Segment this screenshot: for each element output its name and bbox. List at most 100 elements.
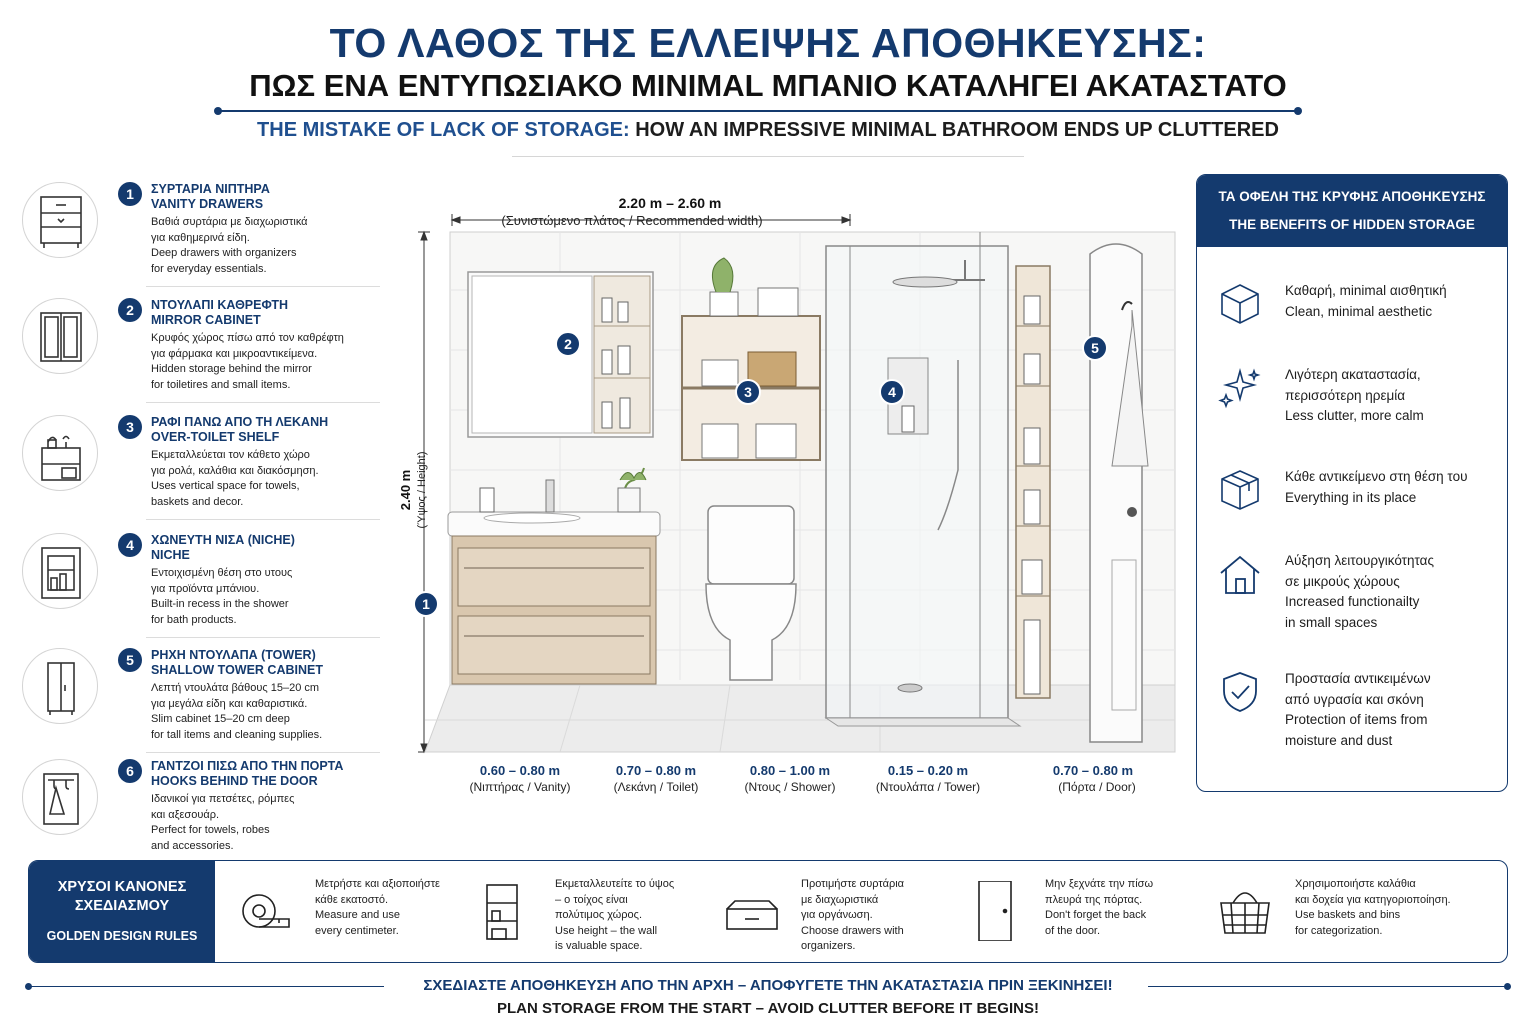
door-width-value: 0.70 – 0.80 m bbox=[1053, 763, 1133, 778]
diagram-marker-2: 2 bbox=[555, 331, 581, 357]
feature-number: 2 bbox=[118, 298, 142, 322]
niche-icon bbox=[22, 533, 98, 609]
feature-title-el: ΡΑΦΙ ΠΑΝΩ ΑΠΟ ΤΗ ΛΕΚΑΝΗ bbox=[151, 415, 329, 429]
diagram-marker-4: 4 bbox=[879, 379, 905, 405]
tower-cabinet bbox=[1015, 265, 1051, 699]
rule-text: Μετρήστε και αξιοποιήστε κάθε εκατοστό. … bbox=[315, 878, 440, 937]
feature-description: Κρυφός χώρος πίσω από τον καθρέφτη για φ… bbox=[151, 332, 344, 391]
toilet bbox=[705, 505, 797, 681]
door-icon bbox=[978, 881, 1012, 941]
feature-description: Εντοιχισμένη θέση στο υτους για προϊόντα… bbox=[151, 567, 293, 626]
rule-text: Μην ξεχνάτε την πίσω πλευρά της πόρτας. … bbox=[1045, 878, 1154, 937]
feature-title: ΧΩΝΕΥΤΗ ΝΙΣΑ (NICHE)NICHE bbox=[151, 533, 371, 563]
door-width-label: (Πόρτα / Door) bbox=[1058, 780, 1136, 794]
diagram-marker-5: 5 bbox=[1082, 335, 1108, 361]
rule-item: Μετρήστε και αξιοποιήστε κάθε εκατοστό. … bbox=[235, 861, 475, 962]
feature-title-el: ΝΤΟΥΛΑΠΙ ΚΑΘΡΕΦΤΗ bbox=[151, 298, 289, 312]
feature-title-en: VANITY DRAWERS bbox=[151, 197, 264, 211]
feature-number: 1 bbox=[118, 182, 142, 206]
feature-number: 6 bbox=[118, 759, 142, 783]
feature-title-en: SHALLOW TOWER CABINET bbox=[151, 663, 323, 677]
feature-number: 5 bbox=[118, 648, 142, 672]
feature-divider bbox=[146, 752, 380, 753]
feature-description: Λεπτή ντουλάτα βάθους 15–20 cm για μεγάλ… bbox=[151, 682, 323, 741]
benefit-text: Αύξηση λειτουργικότητας σε μικρούς χώρου… bbox=[1285, 553, 1434, 630]
basket-icon bbox=[1220, 892, 1270, 934]
feature-title-en: HOOKS BEHIND THE DOOR bbox=[151, 774, 318, 788]
sparkle-icon bbox=[1218, 367, 1261, 409]
footer-slogan-en: PLAN STORAGE FROM THE START – AVOID CLUT… bbox=[497, 1000, 1039, 1017]
title-divider bbox=[214, 107, 1302, 115]
rule-item: Μην ξεχνάτε την πίσω πλευρά της πόρτας. … bbox=[965, 861, 1205, 962]
door-hooks-icon bbox=[22, 759, 98, 835]
width-value: 2.20 m – 2.60 m bbox=[619, 195, 722, 211]
marker-number: 5 bbox=[1091, 340, 1099, 356]
feature-number: 4 bbox=[118, 533, 142, 557]
feature-title-en: MIRROR CABINET bbox=[151, 313, 261, 327]
rule-item: Χρησιμοποιήστε καλάθια και δοχεία για κα… bbox=[1215, 861, 1495, 962]
feature-title-el: ΣΥΡΤΑΡΙΑ ΝΙΠΤΗΡΑ bbox=[151, 182, 270, 196]
feature-description: Εκμεταλλεύεται τον κάθετο χώρο για ρολά,… bbox=[151, 449, 319, 508]
tower-width-value: 0.15 – 0.20 m bbox=[888, 763, 968, 778]
marker-number: 3 bbox=[744, 384, 752, 400]
feature-divider bbox=[146, 637, 380, 638]
rule-text: Προτιμήστε συρτάρια με διαχωριστικά για … bbox=[801, 878, 905, 952]
feature-divider bbox=[146, 286, 380, 287]
english-title-highlight: THE MISTAKE OF LACK OF STORAGE: bbox=[257, 119, 630, 141]
golden-rules-title-en: GOLDEN DESIGN RULES bbox=[46, 929, 198, 943]
marker-number: 2 bbox=[564, 336, 572, 352]
golden-rules-label: ΧΡΥΣΟΙ ΚΑΝΟΝΕΣ ΣΧΕΔΙΑΣΜΟΥ GOLDEN DESIGN … bbox=[29, 861, 215, 962]
tower-cabinet-icon bbox=[22, 648, 98, 724]
golden-rules-band: ΧΡΥΣΟΙ ΚΑΝΟΝΕΣ ΣΧΕΔΙΑΣΜΟΥ GOLDEN DESIGN … bbox=[28, 860, 1508, 963]
feature-item-niche: 4 ΧΩΝΕΥΤΗ ΝΙΣΑ (NICHE)NICHE Εντοιχισμένη… bbox=[22, 533, 380, 645]
page-title: ΤΟ ΛΑΘΟΣ ΤΗΣ ΕΛΛΕΙΨΗΣ ΑΠΟΘΗΚΕΥΣΗΣ: bbox=[329, 20, 1207, 66]
benefits-title-el: ΤΑ ΟΦΕΛΗ ΤΗΣ ΚΡΥΦΗΣ ΑΠΟΘΗΚΕΥΣΗΣ bbox=[1218, 189, 1486, 204]
feature-title-el: ΡΗΧΗ ΝΤΟΥΛΑΠΑ (TOWER) bbox=[151, 648, 316, 662]
feature-title-en: NICHE bbox=[151, 548, 190, 562]
cube-icon bbox=[1221, 284, 1259, 324]
feature-title: ΡΗΧΗ ΝΤΟΥΛΑΠΑ (TOWER)SHALLOW TOWER CABIN… bbox=[151, 648, 371, 678]
marker-number: 4 bbox=[888, 384, 896, 400]
height-label: (Ύψος / Height) bbox=[416, 452, 428, 529]
benefit-text: Καθαρή, minimal αισθητική Clean, minimal… bbox=[1285, 283, 1447, 319]
drawer-icon bbox=[726, 900, 778, 930]
golden-rules-title-el: ΧΡΥΣΟΙ ΚΑΝΟΝΕΣ ΣΧΕΔΙΑΣΜΟΥ bbox=[57, 879, 187, 914]
english-title-rest: HOW AN IMPRESSIVE MINIMAL BATHROOM ENDS … bbox=[635, 119, 1279, 141]
benefit-text: Προστασία αντικειμένων από υγρασία και σ… bbox=[1285, 671, 1431, 748]
toilet-width-label: (Λεκάνη / Toilet) bbox=[614, 780, 699, 794]
page-subtitle: ΠΩΣ ΕΝΑ ΕΝΤΥΠΩΣΙΑΚΟ MINIMAL ΜΠΑΝΙΟ ΚΑΤΑΛ… bbox=[249, 68, 1287, 103]
toilet-width-value: 0.70 – 0.80 m bbox=[616, 763, 696, 778]
feature-item-tower-cabinet: 5 ΡΗΧΗ ΝΤΟΥΛΑΠΑ (TOWER)SHALLOW TOWER CAB… bbox=[22, 648, 380, 760]
vanity-drawers-icon bbox=[22, 182, 98, 258]
over-toilet-shelf-icon bbox=[22, 415, 98, 491]
height-value: 2.40 m bbox=[398, 470, 413, 510]
feature-title-el: ΧΩΝΕΥΤΗ ΝΙΣΑ (NICHE) bbox=[151, 533, 295, 547]
rule-text: Χρησιμοποιήστε καλάθια και δοχεία για κα… bbox=[1295, 878, 1451, 937]
benefit-text: Λιγότερη ακαταστασία, περισσότερη ηρεμία… bbox=[1285, 367, 1424, 423]
rule-item: Εκμεταλλευτείτε το ύψος – ο τοίχος είναι… bbox=[475, 861, 715, 962]
shelf-unit-icon bbox=[486, 884, 518, 940]
feature-description: Βαθιά συρτάρια με διαχωριστικά για καθημ… bbox=[151, 216, 308, 275]
feature-title-en: OVER-TOILET SHELF bbox=[151, 430, 280, 444]
vanity bbox=[447, 467, 661, 685]
shower-width-label: (Ντους / Shower) bbox=[745, 780, 836, 794]
shower bbox=[824, 232, 1022, 727]
benefits-header: ΤΑ ΟΦΕΛΗ ΤΗΣ ΚΡΥΦΗΣ ΑΠΟΘΗΚΕΥΣΗΣ THE BENE… bbox=[1197, 175, 1507, 247]
footer-divider-right bbox=[1148, 983, 1511, 990]
rule-text: Εκμεταλλευτείτε το ύψος – ο τοίχος είναι… bbox=[555, 878, 675, 952]
feature-number: 3 bbox=[118, 415, 142, 439]
benefits-panel: ΤΑ ΟΦΕΛΗ ΤΗΣ ΚΡΥΦΗΣ ΑΠΟΘΗΚΕΥΣΗΣ THE BENE… bbox=[1196, 174, 1508, 792]
vanity-width-value: 0.60 – 0.80 m bbox=[480, 763, 560, 778]
feature-title-el: ΓΑΝΤΖΟΙ ΠΙΣΩ ΑΠΟ ΤΗΝ ΠΟΡΤΑ bbox=[151, 759, 344, 773]
diagram-marker-3: 3 bbox=[735, 379, 761, 405]
footer-divider-left bbox=[25, 983, 384, 990]
box-icon bbox=[1221, 470, 1259, 510]
